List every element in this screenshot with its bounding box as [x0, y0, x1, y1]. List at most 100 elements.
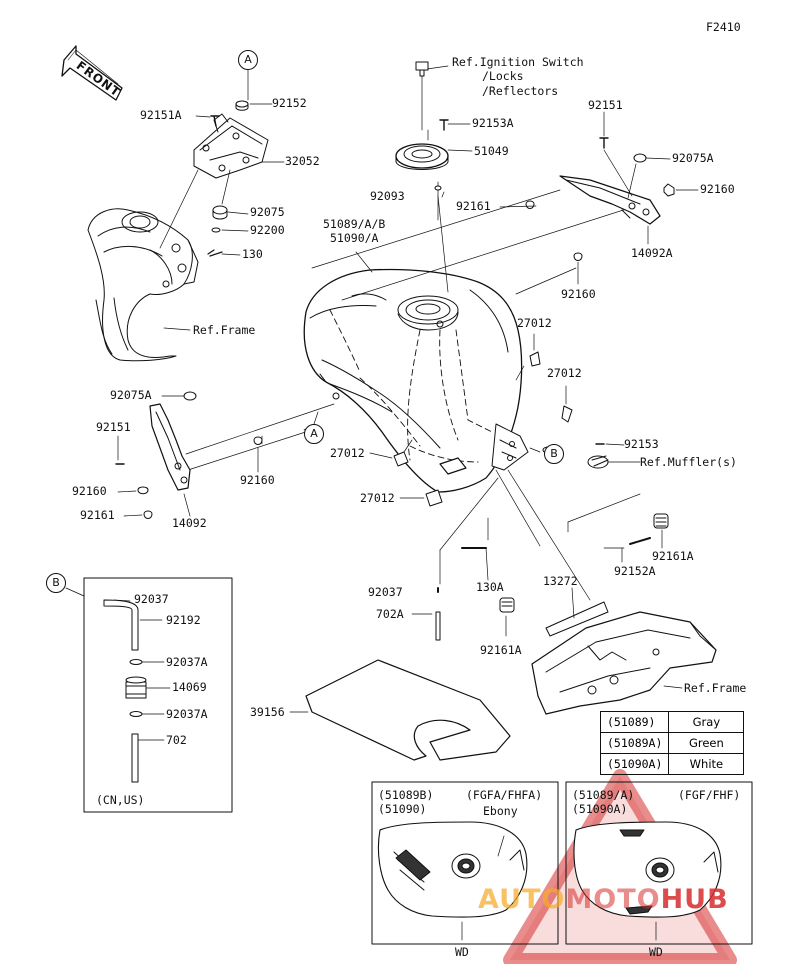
part-14092: 14092 — [172, 516, 207, 530]
tank-part-numbers-2: 51090/A — [330, 231, 379, 245]
bracket-14092A — [525, 137, 675, 261]
assembly-guide-lines — [185, 65, 637, 471]
pads-27012 — [393, 351, 573, 507]
table-row: (51090A) White — [599, 753, 745, 775]
leader-lines-right-mid — [411, 443, 683, 689]
cap-assembly-51049 — [395, 61, 449, 191]
inset-right-code-1: (51089/A) — [572, 788, 635, 802]
part-92161A-right: 92161A — [652, 549, 694, 563]
inset-left-code-1: (51089B) — [378, 788, 434, 802]
color-code: (51089A) — [599, 732, 670, 754]
inset-right-footer: WD — [649, 945, 663, 959]
fuel-tank — [303, 268, 529, 493]
inset-left-model: (FGFA/FHFA) — [466, 788, 543, 802]
inset-left-code-2: (51090) — [378, 802, 427, 816]
box-drain-hose — [65, 577, 233, 813]
part-92037A-2: 92037A — [166, 707, 208, 721]
part-92160-right: 92160 — [700, 182, 735, 196]
figure-code: F2410 — [706, 20, 741, 34]
leader-lines-pads — [369, 333, 567, 499]
part-92151-left: 92151 — [96, 420, 131, 434]
part-92151-right: 92151 — [588, 98, 623, 112]
tank-dashed-lines — [329, 309, 493, 463]
part-27012-b: 27012 — [547, 366, 582, 380]
inset-right-code-2: (51090A) — [572, 802, 628, 816]
part-92161-left: 92161 — [80, 508, 115, 522]
part-92160-center: 92160 — [240, 473, 275, 487]
part-130A: 130A — [476, 580, 504, 594]
inset-footer-markers — [461, 921, 657, 941]
leader-lines-left — [117, 395, 319, 517]
part-92075: 92075 — [250, 205, 285, 219]
hardware-upper-left — [207, 100, 249, 257]
leader-lines-upper-right — [355, 111, 699, 285]
part-702A: 702A — [376, 607, 404, 621]
part-92200: 92200 — [250, 223, 285, 237]
part-51049: 51049 — [474, 144, 509, 158]
part-92192: 92192 — [166, 613, 201, 627]
inset-left-color: Ebony — [483, 804, 518, 818]
part-92153A: 92153A — [472, 116, 514, 130]
part-92037-box: 92037 — [134, 592, 169, 606]
callout-b-box: B — [46, 573, 66, 593]
color-name: Green — [668, 732, 745, 754]
leader-lines-upper-left — [159, 65, 285, 331]
color-name: Gray — [668, 711, 745, 733]
part-92161A-left: 92161A — [480, 643, 522, 657]
watermark-part-3: HUB — [660, 884, 729, 915]
part-32052: 32052 — [285, 154, 320, 168]
variant-inset-right — [565, 781, 753, 945]
callout-a-top: A — [238, 50, 258, 70]
callout-a-mid: A — [304, 424, 324, 444]
watermark-part-2: MOTO — [565, 884, 661, 915]
color-name: White — [668, 753, 745, 775]
color-code-table: (51089) Gray (51089A) Green (51090A) Whi… — [599, 711, 745, 775]
mat-39156 — [289, 659, 511, 761]
part-92153: 92153 — [624, 437, 659, 451]
tank-part-numbers-1: 51089/A/B — [323, 217, 386, 231]
part-92160-mid: 92160 — [561, 287, 596, 301]
watermark-logo: AUTOMOTOHUB — [478, 884, 729, 915]
color-code: (51090A) — [599, 753, 670, 775]
part-27012-a: 27012 — [517, 316, 552, 330]
inset-right-model: (FGF/FHF) — [678, 788, 741, 802]
part-92152A: 92152A — [614, 564, 656, 578]
part-13272: 13272 — [543, 574, 578, 588]
part-92075A-right: 92075A — [672, 151, 714, 165]
part-39156: 39156 — [250, 705, 285, 719]
callout-b-mid: B — [544, 444, 564, 464]
part-92075A-left: 92075A — [110, 388, 152, 402]
inset-left-footer: WD — [455, 945, 469, 959]
part-92037-center: 92037 — [368, 585, 403, 599]
ref-frame-upper: Ref.Frame — [193, 323, 256, 337]
part-92160-left: 92160 — [72, 484, 107, 498]
part-92093: 92093 — [370, 189, 405, 203]
ref-ignition-2: /Locks — [482, 69, 524, 83]
bracket-14092 — [115, 391, 263, 519]
variant-inset-left — [371, 781, 559, 945]
part-92151A: 92151A — [140, 108, 182, 122]
ref-ignition-3: /Reflectors — [482, 84, 559, 98]
part-92152: 92152 — [272, 96, 307, 110]
rear-frame-section — [531, 611, 717, 715]
ref-ignition-1: Ref.Ignition Switch — [452, 55, 584, 69]
part-27012-d: 27012 — [360, 491, 395, 505]
table-row: (51089A) Green — [599, 732, 745, 754]
part-14092A: 14092A — [631, 246, 673, 260]
table-row: (51089) Gray — [599, 711, 745, 733]
ref-frame-lower: Ref.Frame — [684, 681, 747, 695]
part-27012-c: 27012 — [330, 446, 365, 460]
part-130: 130 — [242, 247, 263, 261]
part-92161-right: 92161 — [456, 199, 491, 213]
ref-muffler: Ref.Muffler(s) — [640, 455, 737, 469]
bracket-32052 — [193, 113, 269, 179]
color-code: (51089) — [599, 711, 670, 733]
part-92037A-1: 92037A — [166, 655, 208, 669]
box-market-note: (CN,US) — [96, 793, 145, 807]
front-arrow-icon — [61, 45, 123, 101]
frame-section-left — [87, 208, 199, 362]
watermark-part-1: AUTO — [478, 884, 566, 915]
part-702: 702 — [166, 733, 187, 747]
